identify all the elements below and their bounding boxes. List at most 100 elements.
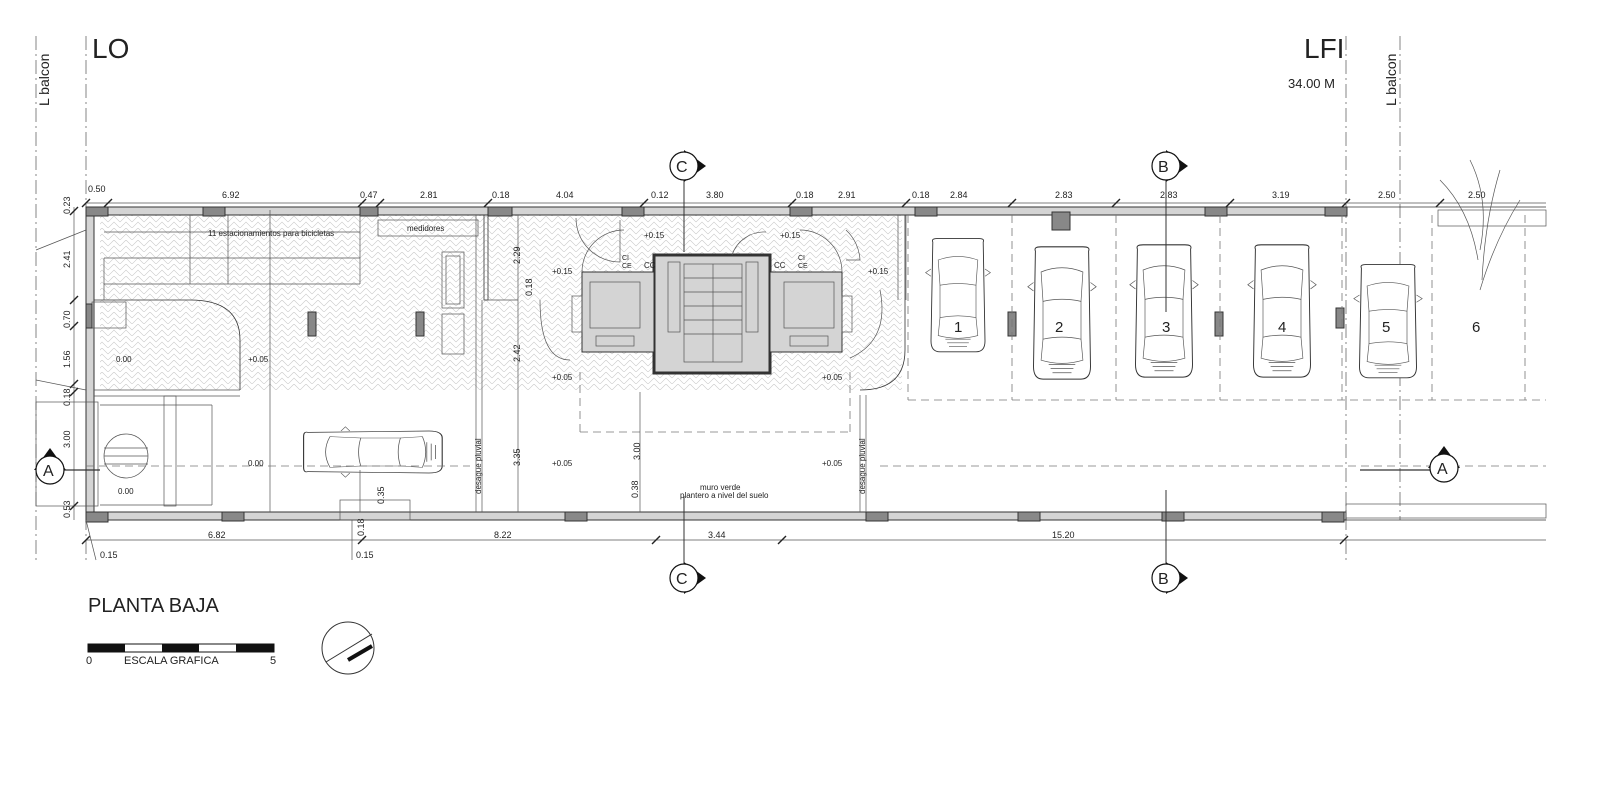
ce-right-label: CE <box>798 263 808 270</box>
inner-dimensions: 2.29 0.18 2.42 3.35 3.00 0.38 0.35 0.18 <box>356 246 642 536</box>
dim-top-12: 2.84 <box>950 190 968 200</box>
section-a-right-label: A <box>1437 461 1448 478</box>
dim-top-15: 3.19 <box>1272 190 1290 200</box>
plan-title: PLANTA BAJA <box>88 595 219 617</box>
north-arrow-icon <box>321 621 375 675</box>
section-a-left-label: A <box>43 463 54 480</box>
car-space-3 <box>1129 244 1199 378</box>
dim-top-5: 0.18 <box>492 190 510 200</box>
meters-label: medidores <box>407 224 444 233</box>
level-10: 0.00 <box>118 487 134 496</box>
section-c-bottom: C <box>669 496 706 594</box>
dim-inner-4: 3.35 <box>512 448 522 466</box>
paving-corner <box>859 210 906 391</box>
section-b-top-label: B <box>1158 159 1169 176</box>
meters-box <box>377 219 479 237</box>
top-dimensions: 0.50 6.92 0.47 2.81 0.18 4.04 0.12 3.80 … <box>88 184 1486 200</box>
dimension-lines <box>69 198 1546 561</box>
lfi-label: LFI <box>1304 33 1344 64</box>
dim-top-4: 2.81 <box>420 190 438 200</box>
dim-top-6: 4.04 <box>556 190 574 200</box>
car-space-2 <box>1027 246 1097 380</box>
level-7: +0.05 <box>552 373 573 382</box>
scale-min: 0 <box>86 655 92 667</box>
drain-right-label: desague pluvial <box>858 438 867 494</box>
left-dimensions: 0.23 2.41 0.70 1.56 0.18 3.00 0.53 <box>62 196 72 518</box>
ci-left-label: CI <box>622 255 629 262</box>
drain-left-label: desague pluvial <box>474 438 483 494</box>
car-space-4 <box>1247 244 1317 378</box>
dim-inner-3: 2.42 <box>512 344 522 362</box>
dim-left-3: 0.70 <box>62 310 72 328</box>
scale-max: 5 <box>270 655 276 667</box>
dim-bottom-5: 3.44 <box>708 530 726 540</box>
parking-space-4: 4 <box>1278 319 1286 336</box>
walls <box>85 206 1546 523</box>
dim-top-8: 3.80 <box>706 190 724 200</box>
section-c-top-label: C <box>676 159 688 176</box>
dim-left-5: 0.18 <box>62 388 72 406</box>
dim-left-6: 3.00 <box>62 430 72 448</box>
scale-bar: 0 ESCALA GRAFICA 5 <box>86 643 276 667</box>
bicycle-racks <box>85 210 465 512</box>
section-b-top: B <box>1151 150 1188 312</box>
parking-space-1: 1 <box>954 319 962 336</box>
cc-left-label: CC <box>644 261 656 270</box>
plants <box>339 159 1547 521</box>
dim-left-1: 0.23 <box>62 196 72 214</box>
level-3: +0.15 <box>552 267 573 276</box>
balcon-right-label: L balcon <box>1383 54 1399 106</box>
cc-right-label: CC <box>774 261 786 270</box>
dim-left-2: 2.41 <box>62 250 72 268</box>
level-4: +0.15 <box>868 267 889 276</box>
section-a-left: A <box>34 448 100 485</box>
dim-bottom-4: 8.22 <box>494 530 512 540</box>
dim-inner-8: 0.18 <box>356 518 366 536</box>
section-b-bottom-label: B <box>1158 571 1169 588</box>
bicycle-parking-label: 11 estacionamientos para bicicletas <box>208 229 334 238</box>
bottom-dimensions: 0.15 6.82 0.15 8.22 3.44 15.20 <box>100 530 1075 560</box>
dim-inner-5: 3.00 <box>632 442 642 460</box>
dim-bottom-2: 6.82 <box>208 530 226 540</box>
dim-top-7: 0.12 <box>651 190 669 200</box>
parking-space-2: 2 <box>1055 319 1063 336</box>
level-12: +0.05 <box>822 459 843 468</box>
section-b-bottom: B <box>1151 490 1188 594</box>
lobby-curve <box>92 299 241 390</box>
dim-top-3: 0.47 <box>360 190 378 200</box>
entrance-area <box>35 229 213 507</box>
level-markers: +0.15 +0.15 +0.15 +0.15 0.00 +0.05 +0.05… <box>116 231 889 496</box>
level-5: 0.00 <box>116 355 132 364</box>
level-2: +0.15 <box>780 231 801 240</box>
dim-top-13: 2.83 <box>1055 190 1073 200</box>
ce-left-label: CE <box>622 263 632 270</box>
section-a-right: A <box>1360 446 1460 483</box>
dim-top-16: 2.50 <box>1378 190 1396 200</box>
dim-inner-1: 2.29 <box>512 246 522 264</box>
dim-top-2: 6.92 <box>222 190 240 200</box>
parking-space-6: 6 <box>1472 319 1480 336</box>
dim-left-7: 0.53 <box>62 500 72 518</box>
dim-inner-6: 0.38 <box>630 480 640 498</box>
parking-grid <box>86 215 1546 467</box>
level-6: +0.05 <box>248 355 269 364</box>
dim-top-14: 2.83 <box>1160 190 1178 200</box>
dim-top-1: 0.50 <box>88 184 106 194</box>
section-c-bottom-label: C <box>676 571 688 588</box>
parking-space-3: 3 <box>1162 319 1170 336</box>
dim-top-17: 2.50 <box>1468 190 1486 200</box>
dim-bottom-1: 0.15 <box>100 550 118 560</box>
green-wall-label: muro verde <box>700 483 741 492</box>
level-9: 0.00 <box>248 459 264 468</box>
ci-right-label: CI <box>798 255 805 262</box>
lfi-distance-label: 34.00 M <box>1288 76 1335 91</box>
section-c-top: C <box>669 150 706 252</box>
planter-label: plantero a nivel del suelo <box>680 491 769 500</box>
level-8: +0.05 <box>822 373 843 382</box>
lo-label: LO <box>92 33 129 64</box>
dim-top-9: 0.18 <box>796 190 814 200</box>
dim-bottom-3: 0.15 <box>356 550 374 560</box>
dim-bottom-6: 15.20 <box>1052 530 1075 540</box>
parking-space-5: 5 <box>1382 319 1390 336</box>
